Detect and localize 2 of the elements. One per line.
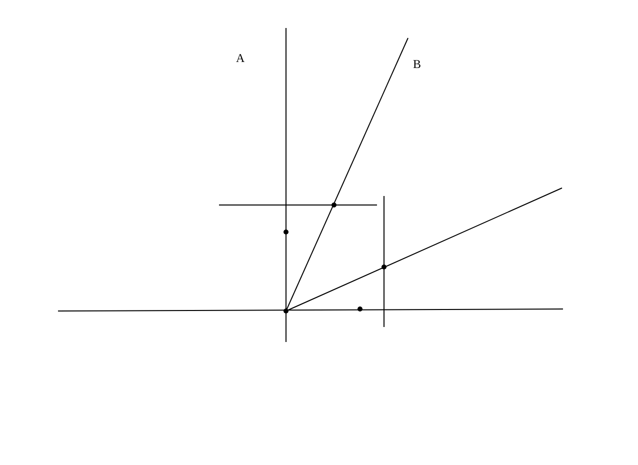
point-label: A <box>236 52 245 64</box>
point-label: B <box>413 58 422 70</box>
